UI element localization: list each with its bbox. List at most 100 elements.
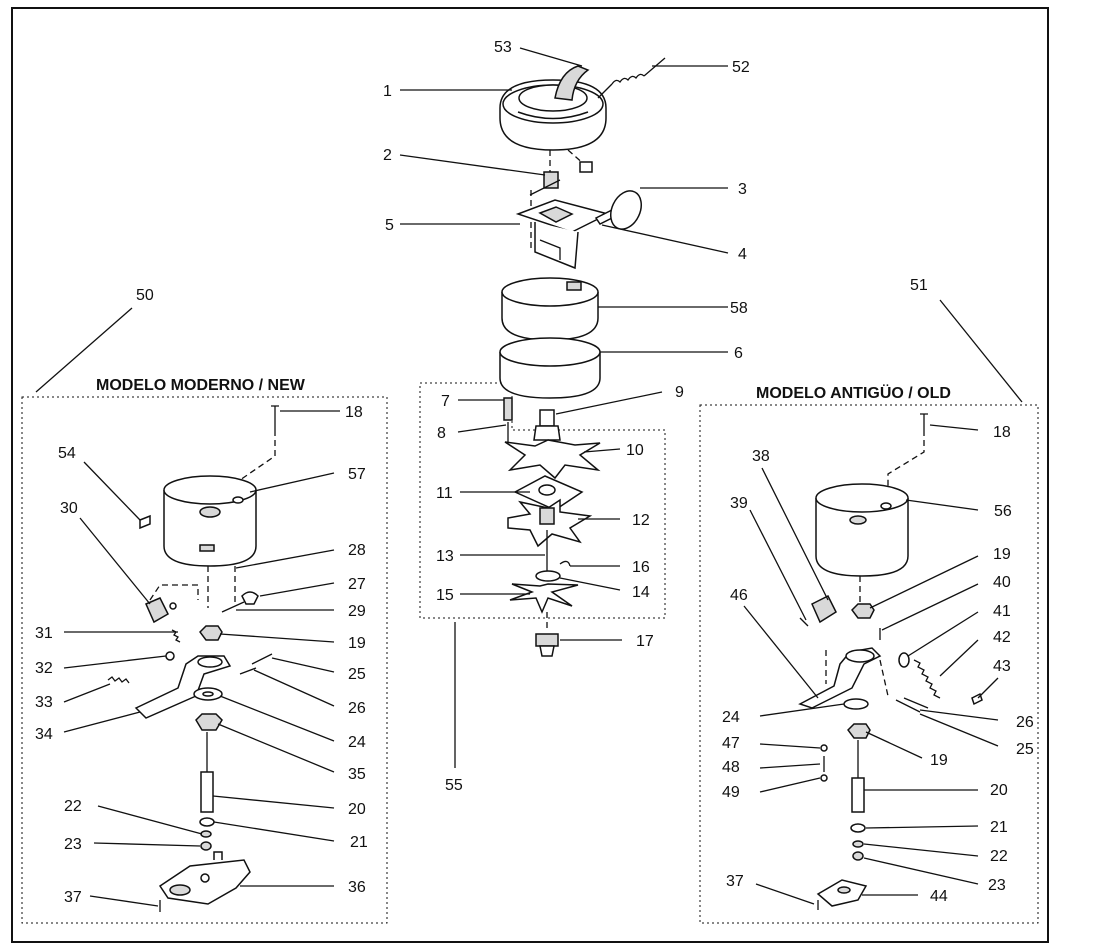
label-14: 14: [632, 584, 650, 601]
part-53-handle: [554, 65, 590, 101]
label-12: 12: [632, 512, 650, 529]
part-56-housing: [815, 483, 909, 577]
part-20-shaft-new: [200, 732, 214, 813]
label-48: 48: [722, 759, 740, 776]
label-1: 1: [383, 83, 392, 100]
part-30-bracket: [145, 597, 177, 624]
part-39-pin: [799, 617, 809, 627]
label-37-old: 37: [726, 873, 744, 890]
label-58: 58: [730, 300, 748, 317]
label-13: 13: [436, 548, 454, 565]
label-21-old: 21: [990, 819, 1008, 836]
label-34: 34: [35, 726, 53, 743]
part-25-pin-old: [895, 699, 921, 713]
label-55: 55: [445, 777, 463, 794]
label-10: 10: [626, 442, 644, 459]
part-9-hub: [533, 409, 561, 441]
label-24-old: 24: [722, 709, 740, 726]
label-11: 11: [436, 485, 453, 502]
part-19-nut-new: [199, 625, 223, 641]
label-26-old: 26: [1016, 714, 1034, 731]
part-16-clip: [559, 560, 571, 567]
label-23-old: 23: [988, 877, 1006, 894]
part-24-washer-old: [843, 698, 869, 710]
label-18-old: 18: [993, 424, 1011, 441]
center-assembly: [499, 57, 666, 657]
part-36-base: [158, 851, 251, 905]
label-3: 3: [738, 181, 747, 198]
label-8: 8: [437, 425, 446, 442]
part-5-chute: [515, 199, 611, 270]
label-43: 43: [993, 658, 1011, 675]
part-46-lever: [798, 647, 889, 709]
part-58-cylinder: [501, 277, 599, 341]
label-33: 33: [35, 694, 53, 711]
part-26-pin-new: [239, 667, 257, 675]
part-38-switch: [811, 594, 837, 624]
part-23-washer-old: [852, 851, 864, 861]
label-46: 46: [730, 587, 748, 604]
label-20-old: 20: [990, 782, 1008, 799]
part-44-base: [816, 879, 868, 907]
part-33-spring: [107, 676, 130, 684]
part-35-nut: [195, 713, 223, 731]
part-52-spring: [597, 57, 666, 99]
label-7: 7: [441, 393, 450, 410]
label-49: 49: [722, 784, 740, 801]
label-29: 29: [348, 603, 366, 620]
label-44: 44: [930, 888, 948, 905]
label-39: 39: [730, 495, 748, 512]
label-32: 32: [35, 660, 53, 677]
part-29-pin: [221, 601, 245, 613]
part-54-tab: [139, 514, 151, 530]
part-7-brush: [503, 397, 513, 421]
label-22-old: 22: [990, 848, 1008, 865]
label-53: 53: [494, 39, 512, 56]
part-49: [820, 774, 828, 782]
label-22-new: 22: [64, 798, 82, 815]
part-15-impeller: [509, 583, 579, 614]
part-47: [820, 744, 828, 752]
part-23-washer-new: [200, 841, 212, 851]
part-22-washer-old: [852, 840, 864, 848]
label-21-new: 21: [350, 834, 368, 851]
part-19-nut-old-top: [851, 603, 875, 619]
label-5: 5: [385, 217, 394, 234]
part-18-screw-new: [271, 405, 279, 430]
label-42: 42: [993, 629, 1011, 646]
label-19-new: 19: [348, 635, 366, 652]
part-17-coupling: [535, 633, 559, 657]
label-57: 57: [348, 466, 366, 483]
part-14-washer: [535, 570, 561, 582]
label-25-new: 25: [348, 666, 366, 683]
part-2-switch: [529, 171, 561, 208]
part-22-washer-new: [200, 830, 212, 838]
label-40: 40: [993, 574, 1011, 591]
part-21-washer-new: [199, 817, 215, 827]
label-41: 41: [993, 603, 1011, 620]
label-35: 35: [348, 766, 366, 783]
part-26-pin-old: [903, 697, 929, 709]
label-30: 30: [60, 500, 78, 517]
label-31: 31: [35, 625, 53, 642]
label-56: 56: [994, 503, 1012, 520]
label-15: 15: [436, 587, 454, 604]
part-42-spring: [913, 659, 941, 699]
title-old-model: MODELO ANTIGÜO / OLD: [756, 383, 951, 402]
part-57-housing: [163, 475, 257, 567]
leader-lines: [35, 47, 1023, 907]
label-51: 51: [910, 277, 928, 294]
label-38: 38: [752, 448, 770, 465]
part-32-knob: [165, 651, 175, 661]
label-26-new: 26: [348, 700, 366, 717]
old-model-assembly: [798, 413, 983, 910]
part-19-nut-old-bottom: [847, 723, 871, 739]
label-18-new: 18: [345, 404, 363, 421]
part-6-cylinder: [499, 337, 601, 399]
label-52: 52: [732, 59, 750, 76]
label-2: 2: [383, 147, 392, 164]
part-10-blade: [504, 439, 601, 480]
label-36: 36: [348, 879, 366, 896]
label-50: 50: [136, 287, 154, 304]
